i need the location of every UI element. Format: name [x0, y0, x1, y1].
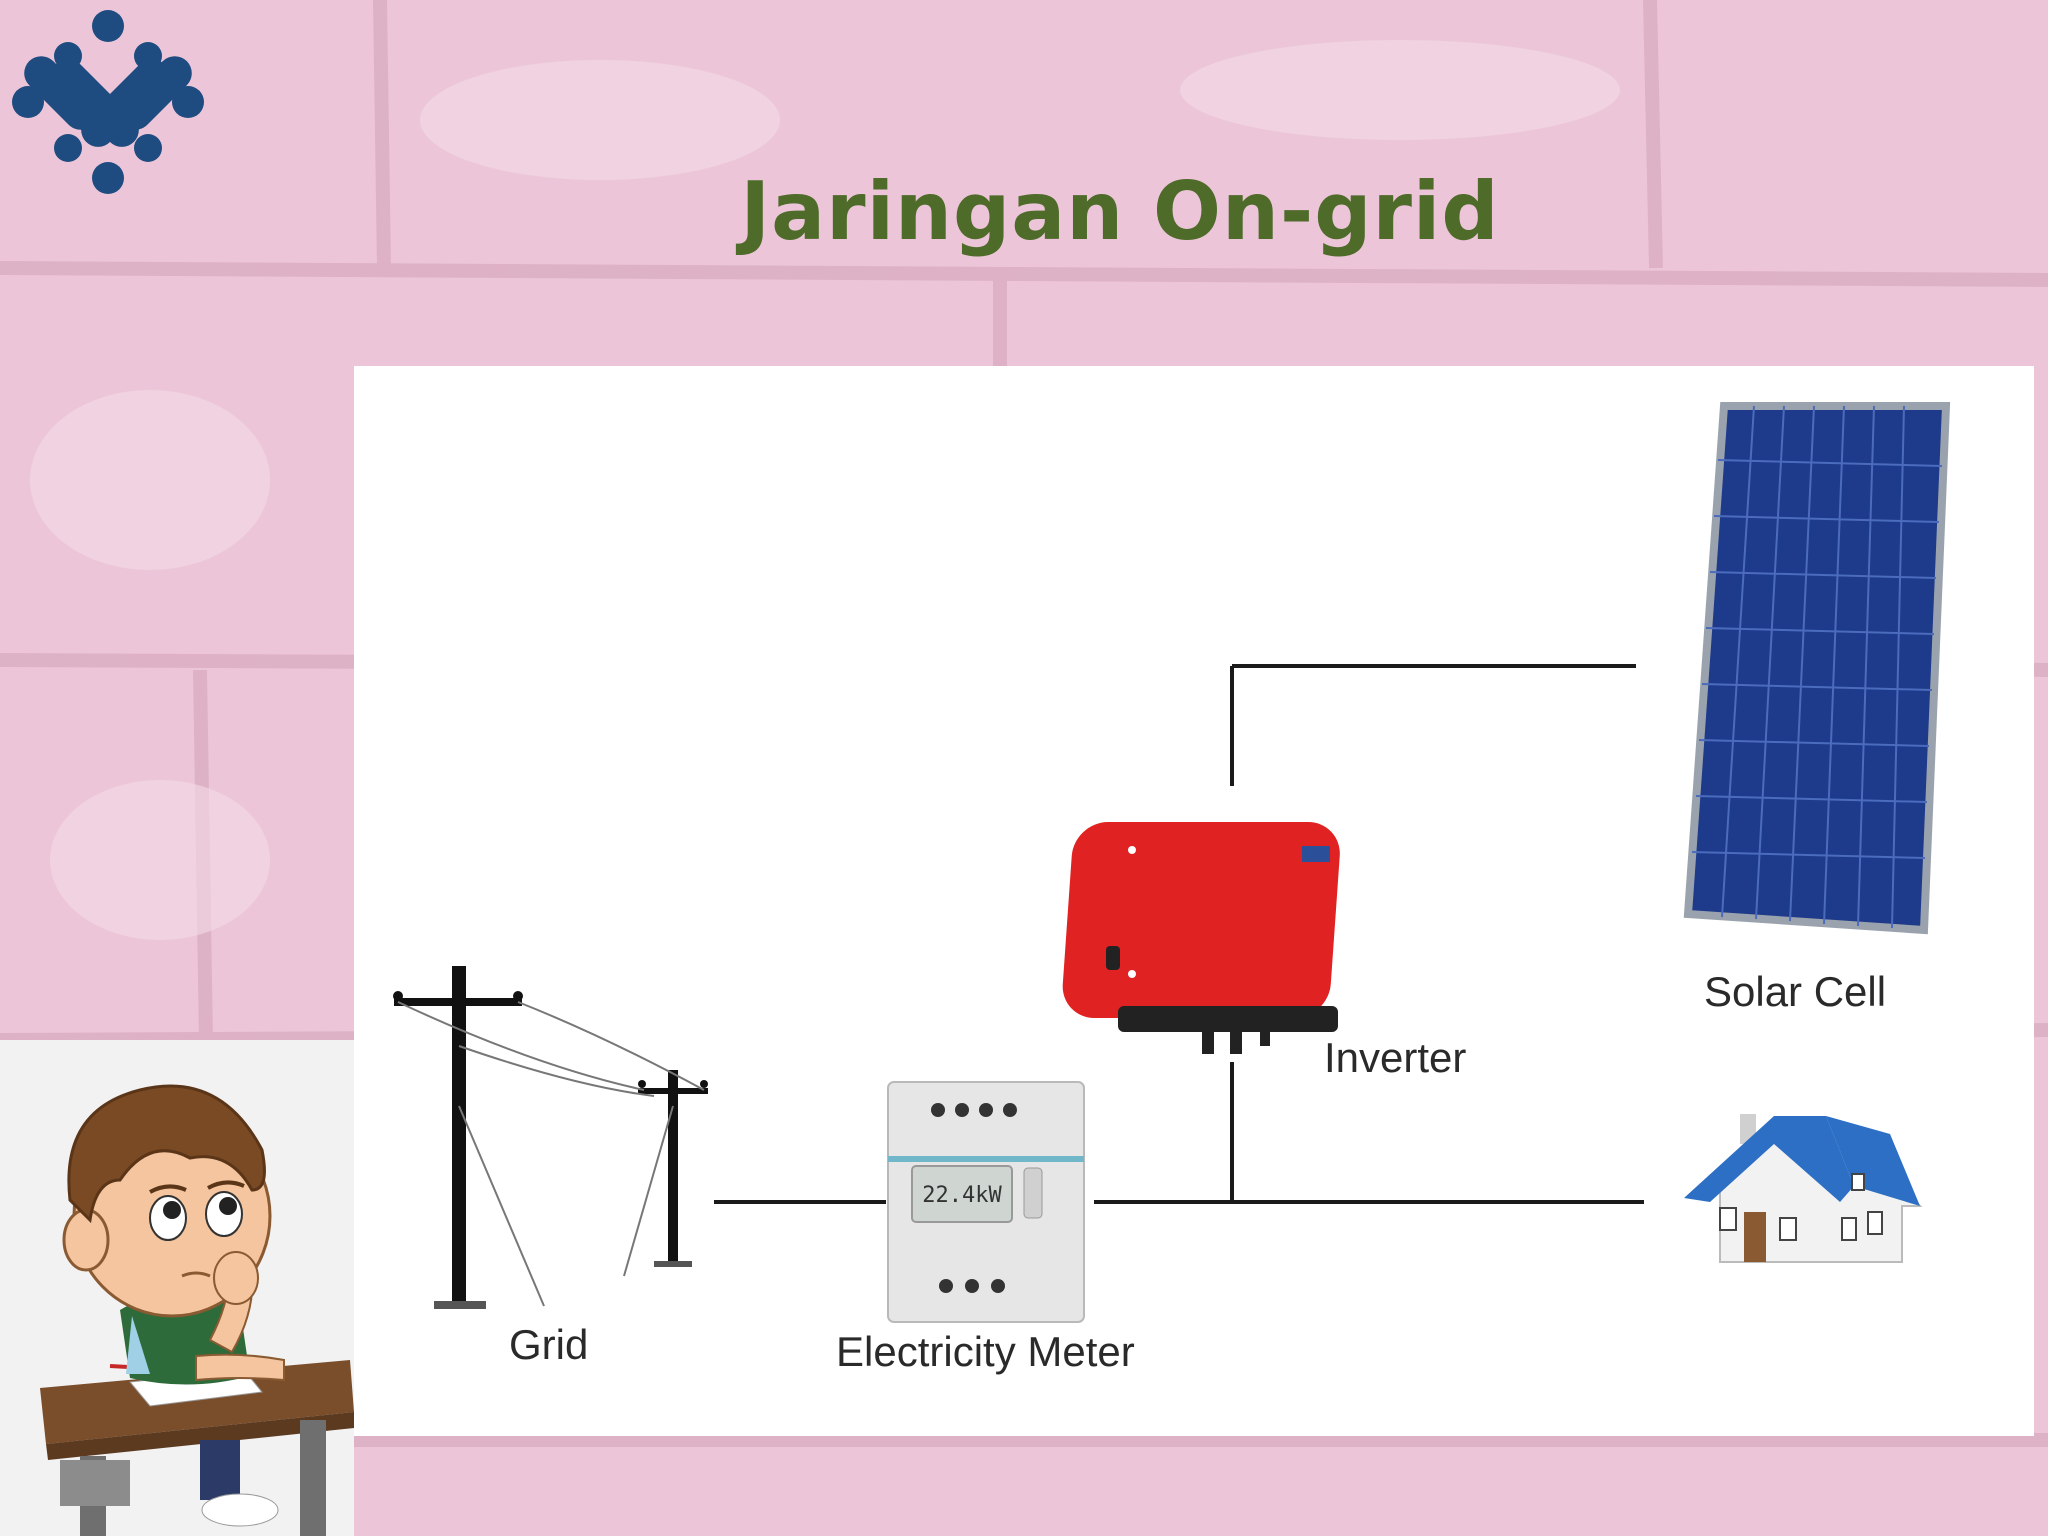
- logo-icon: [8, 8, 208, 196]
- grid-pole-icon: [393, 966, 708, 1309]
- house-icon: [1684, 1114, 1923, 1263]
- electricity-meter-label: Electricity Meter: [836, 1328, 1135, 1375]
- meter-display: 22.4kW: [922, 1183, 1002, 1208]
- inverter-label: Inverter: [1324, 1034, 1467, 1081]
- solar-cell-label: Solar Cell: [1704, 968, 1887, 1015]
- grid-label: Grid: [509, 1321, 589, 1368]
- on-grid-diagram: 22.4kW: [354, 366, 2034, 1436]
- connection-lines: [714, 664, 1644, 1204]
- solar-panel-icon: [1683, 402, 1951, 935]
- slide-title: Jaringan On-grid: [740, 165, 1500, 258]
- inverter-icon: [1062, 822, 1340, 1054]
- electricity-meter-icon: 22.4kW: [887, 1081, 1085, 1323]
- thinking-boy-illustration: [0, 1040, 354, 1536]
